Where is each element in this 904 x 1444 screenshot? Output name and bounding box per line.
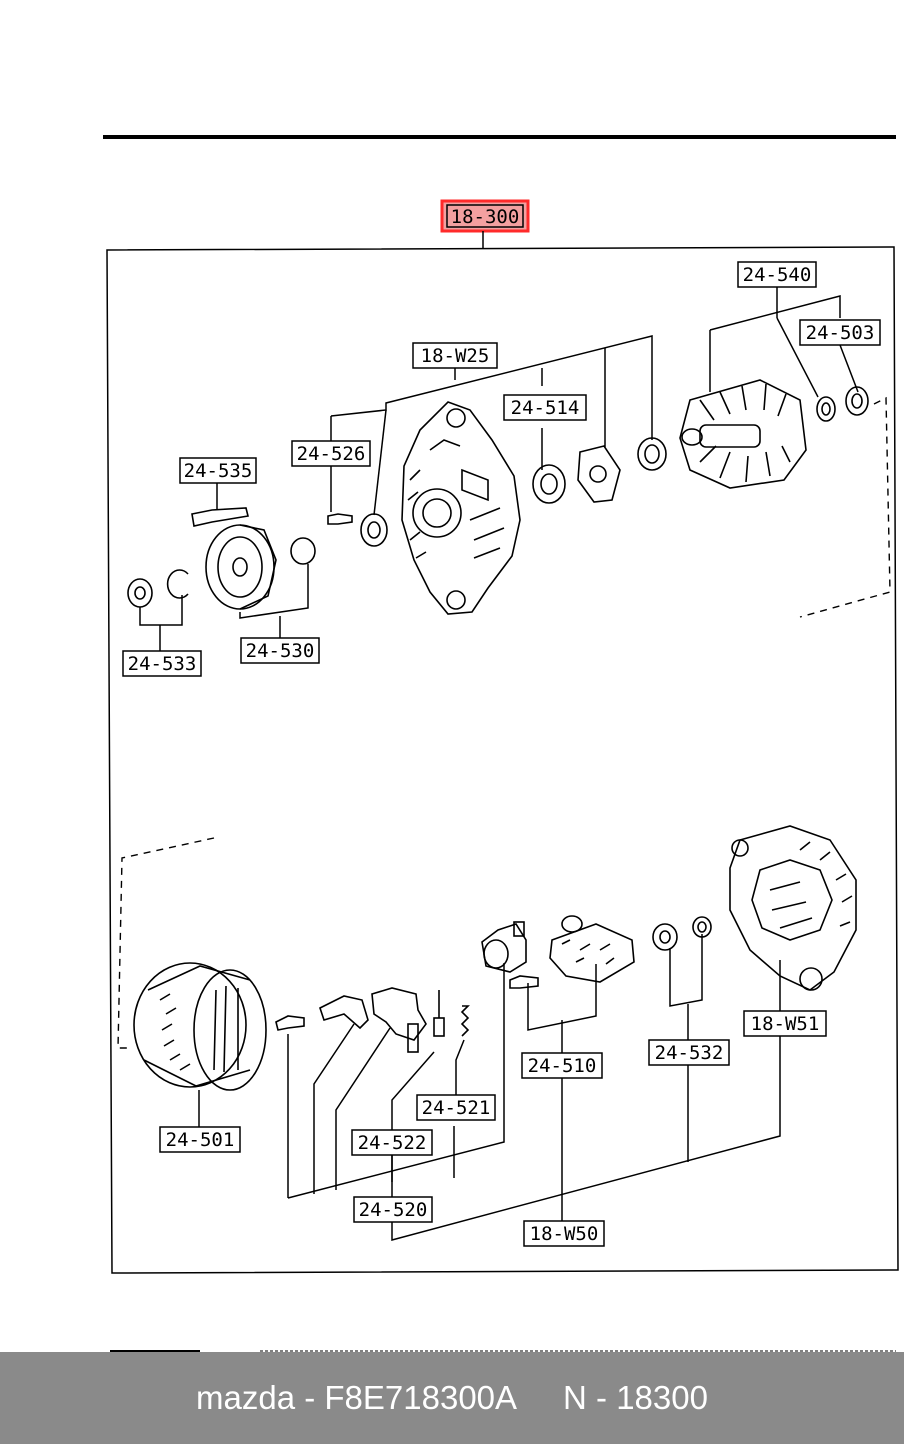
spacer-24-530 bbox=[290, 537, 316, 565]
label-24-533: 24-533 bbox=[128, 653, 197, 675]
bolt-24-535 bbox=[191, 507, 249, 527]
label-24-514: 24-514 bbox=[511, 397, 580, 419]
label-18-W51: 18-W51 bbox=[751, 1013, 820, 1035]
label-24-522: 24-522 bbox=[358, 1132, 427, 1154]
label-box-24-501[interactable] bbox=[159, 1126, 241, 1153]
label-box-24-522[interactable] bbox=[351, 1129, 433, 1156]
label-box-24-540[interactable] bbox=[737, 261, 817, 288]
washer-24-532-a bbox=[652, 923, 678, 951]
label-box-24-521[interactable] bbox=[416, 1094, 496, 1121]
alternator-front-housing bbox=[401, 401, 521, 615]
seal-ring bbox=[360, 513, 388, 547]
footer-caption-bar: mazda - F8E718300A N - 18300 bbox=[0, 1352, 904, 1444]
label-box-24-530[interactable] bbox=[240, 637, 320, 664]
label-24-503: 24-503 bbox=[806, 322, 875, 344]
footer-ref: N - 18300 bbox=[563, 1379, 708, 1416]
washer-24-533 bbox=[166, 569, 189, 599]
bearing-24-503 bbox=[845, 386, 869, 416]
label-24-535: 24-535 bbox=[184, 460, 253, 482]
diagram-frame bbox=[106, 246, 899, 1274]
label-box-24-532[interactable] bbox=[648, 1039, 730, 1066]
stator bbox=[133, 962, 267, 1091]
label-24-520: 24-520 bbox=[359, 1199, 428, 1221]
brush-holder bbox=[481, 921, 527, 973]
label-24-510: 24-510 bbox=[528, 1055, 597, 1077]
regulator bbox=[371, 987, 427, 1053]
label-box-24-503[interactable] bbox=[799, 319, 881, 346]
label-24-532: 24-532 bbox=[655, 1042, 724, 1064]
retainer-plate bbox=[577, 445, 621, 503]
label-box-24-514[interactable] bbox=[503, 394, 587, 421]
screw-24-520 bbox=[275, 1015, 305, 1031]
label-24-526: 24-526 bbox=[297, 443, 366, 465]
main-part-label[interactable]: 18-300 bbox=[440, 199, 530, 233]
bearing-24-514 bbox=[532, 464, 566, 504]
label-18-W50: 18-W50 bbox=[530, 1223, 599, 1245]
spacer-ring bbox=[816, 396, 836, 422]
rectifier bbox=[549, 915, 635, 983]
rotor-cover bbox=[637, 437, 667, 471]
nut-24-533 bbox=[127, 578, 153, 608]
label-24-530: 24-530 bbox=[246, 640, 315, 662]
footer-brand-part: mazda - F8E718300A bbox=[196, 1379, 518, 1416]
label-24-501: 24-501 bbox=[166, 1129, 235, 1151]
brush bbox=[433, 1017, 445, 1037]
washer-24-532-b bbox=[692, 916, 712, 938]
label-box-18-W51[interactable] bbox=[743, 1010, 827, 1037]
spring bbox=[460, 1005, 470, 1037]
label-box-24-535[interactable] bbox=[179, 457, 257, 484]
label-24-540: 24-540 bbox=[743, 264, 812, 286]
label-box-24-533[interactable] bbox=[122, 650, 202, 677]
main-part-label-text: 18-300 bbox=[451, 206, 520, 228]
alternator-rear-housing bbox=[729, 825, 857, 991]
label-18-W25: 18-W25 bbox=[421, 345, 490, 367]
rotor-assembly bbox=[679, 379, 807, 489]
parts-diagram: 18-300 bbox=[103, 135, 899, 1352]
label-box-24-510[interactable] bbox=[521, 1052, 603, 1079]
label-box-18-W25[interactable] bbox=[412, 342, 498, 369]
terminal-bracket bbox=[319, 995, 369, 1030]
screw-24-510 bbox=[509, 975, 539, 989]
label-24-521: 24-521 bbox=[422, 1097, 491, 1119]
label-box-24-526[interactable] bbox=[291, 440, 371, 467]
screw-24-526 bbox=[327, 513, 353, 525]
label-box-18-W50[interactable] bbox=[523, 1220, 605, 1247]
label-box-24-520[interactable] bbox=[353, 1196, 433, 1223]
